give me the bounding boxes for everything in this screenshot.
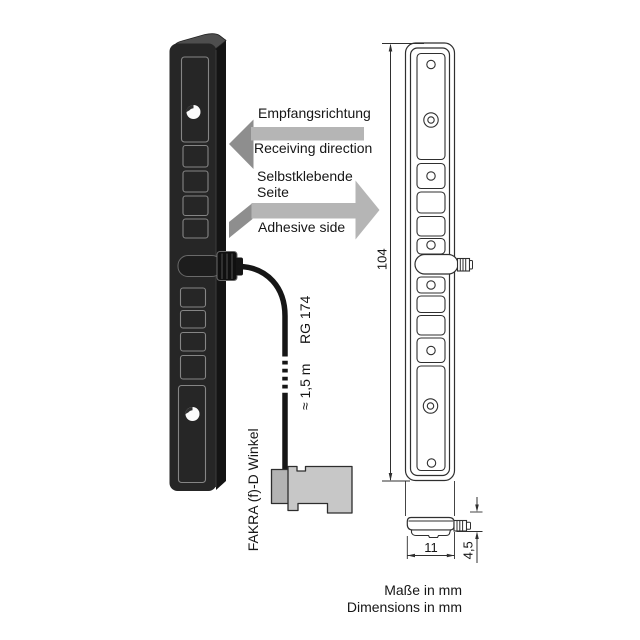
adhesive-side-arrow xyxy=(229,180,380,240)
bottom-view-connector xyxy=(453,519,471,532)
label-adhesive-de: Selbstklebende Seite xyxy=(257,168,353,200)
label-fakra-connector: FAKRA (f)-D Winkel xyxy=(245,428,262,552)
receiving-direction-arrow xyxy=(229,119,364,169)
dim-width-label: 11 xyxy=(424,540,438,555)
label-adhesive-en: Adhesive side xyxy=(258,219,346,235)
dimension-lines xyxy=(382,43,483,563)
antenna-bottom-view xyxy=(405,481,471,539)
dim-depth-label: 4,5 xyxy=(460,541,476,560)
label-receiving-de: Empfangsrichtung xyxy=(258,105,371,121)
antenna-3d-view xyxy=(169,33,243,491)
footer-note-en: Dimensions in mm xyxy=(346,599,462,615)
label-cable-type: RG 174 xyxy=(297,295,314,344)
antenna-front-view xyxy=(404,42,473,482)
fakra-connector xyxy=(270,465,353,514)
label-receiving-en: Receiving direction xyxy=(254,140,373,156)
antenna-cable-gland xyxy=(177,251,243,281)
antenna-cable xyxy=(238,263,289,473)
footer-note-de: Maße in mm xyxy=(384,582,462,598)
mounting-hole xyxy=(185,407,200,421)
dim-height-label: 104 xyxy=(374,247,390,270)
label-cable-length: ≈ 1,5 m xyxy=(297,363,314,411)
footer-note: Maße in mm Dimensions in mm xyxy=(300,582,462,616)
mounting-hole xyxy=(186,105,201,119)
front-view-connector xyxy=(414,253,473,275)
